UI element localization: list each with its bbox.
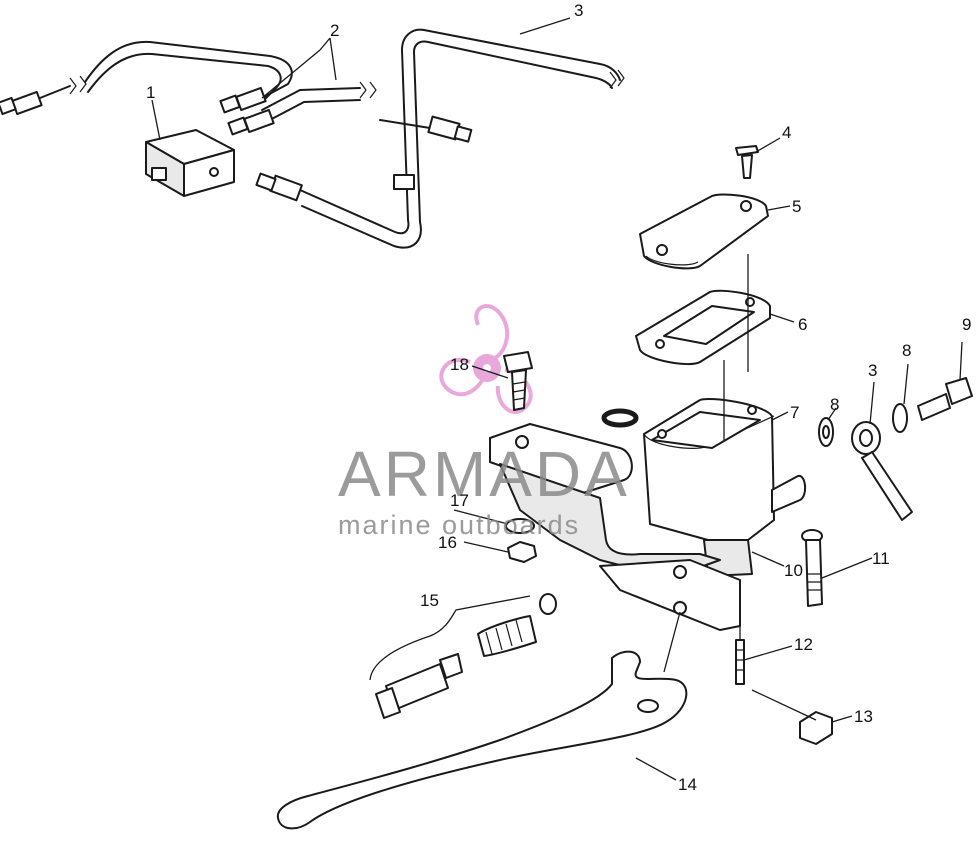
callout-15: 15 bbox=[420, 591, 439, 610]
callout-6: 6 bbox=[798, 315, 807, 334]
callout-5: 5 bbox=[792, 197, 801, 216]
nut bbox=[507, 541, 537, 563]
callout-16: 16 bbox=[438, 533, 457, 552]
callout-14: 14 bbox=[678, 775, 697, 794]
washer bbox=[505, 518, 535, 534]
lever-pivot-hole bbox=[637, 699, 659, 713]
leader-lines bbox=[151, 17, 963, 781]
callout-1: 1 bbox=[146, 83, 155, 102]
callout-4: 4 bbox=[782, 123, 791, 142]
callout-11: 11 bbox=[872, 549, 890, 568]
master-cylinder bbox=[643, 398, 806, 577]
callout-3-right: 3 bbox=[868, 361, 877, 380]
piston-assembly bbox=[375, 593, 557, 719]
callout-8-right: 8 bbox=[902, 341, 911, 360]
watermark-tagline: marine outboards bbox=[338, 510, 580, 540]
watermark-brand: ARMADA bbox=[338, 438, 630, 510]
callout-18: 18 bbox=[450, 355, 469, 374]
cover-screw bbox=[735, 145, 759, 179]
callout-17: 17 bbox=[450, 491, 469, 510]
lever-screw bbox=[735, 639, 745, 685]
brake-line-pair bbox=[219, 81, 377, 136]
callout-9: 9 bbox=[962, 315, 971, 334]
junction-block bbox=[145, 129, 235, 197]
o-ring bbox=[601, 408, 639, 428]
callout-2: 2 bbox=[330, 21, 339, 40]
banjo-assembly bbox=[818, 377, 973, 521]
callout-8-left: 8 bbox=[830, 395, 839, 414]
brake-line-left bbox=[0, 40, 293, 116]
reservoir-gasket bbox=[635, 289, 771, 366]
callout-3-top: 3 bbox=[574, 1, 583, 20]
brake-lever bbox=[276, 650, 688, 830]
callout-10: 10 bbox=[784, 561, 803, 580]
pivot-bolt bbox=[801, 529, 823, 607]
brake-line-3 bbox=[255, 28, 625, 249]
lever-nut bbox=[799, 711, 833, 745]
clamp-bolt bbox=[503, 351, 533, 411]
reservoir-cover bbox=[639, 193, 769, 270]
callout-13: 13 bbox=[854, 707, 873, 726]
handlebar-clamp bbox=[489, 423, 741, 631]
callout-12: 12 bbox=[794, 635, 813, 654]
callout-7: 7 bbox=[790, 403, 799, 422]
